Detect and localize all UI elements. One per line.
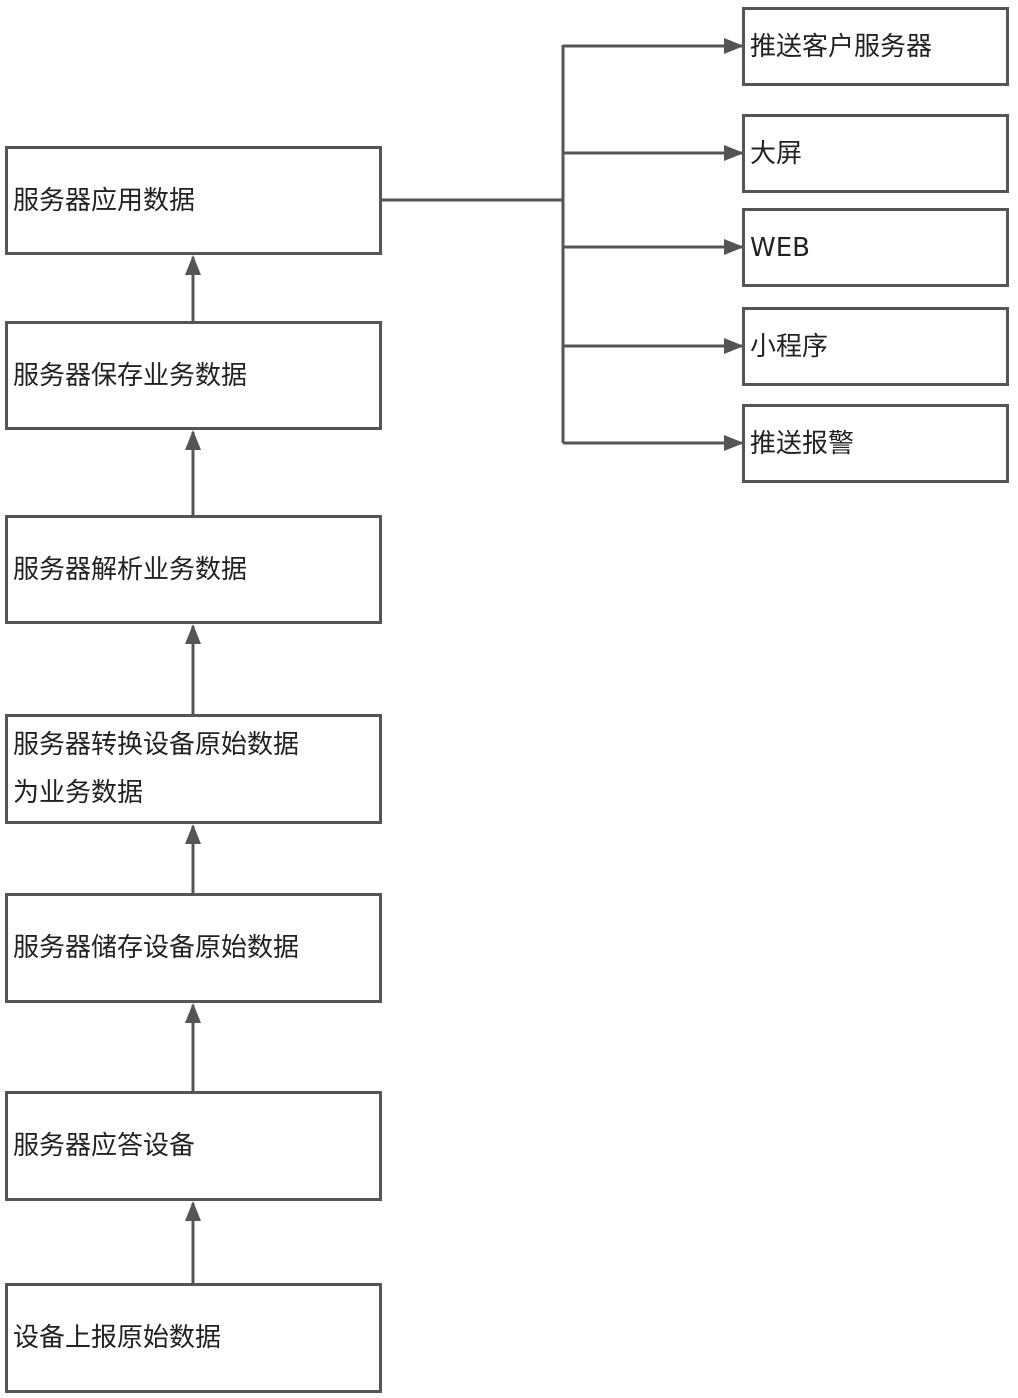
box-web: WEB	[742, 208, 1009, 287]
box-big-screen: 大屏	[742, 114, 1009, 193]
box-server-convert-raw-data-line1: 服务器转换设备原始数据	[13, 730, 300, 760]
box-server-save-business-data-label: 服务器保存业务数据	[13, 360, 248, 391]
box-server-reply-device: 服务器应答设备	[5, 1091, 382, 1201]
box-device-report-raw-data: 设备上报原始数据	[5, 1283, 382, 1393]
box-device-report-raw-data-label: 设备上报原始数据	[13, 1323, 222, 1353]
box-push-alarm: 推送报警	[742, 404, 1009, 483]
box-push-client-server: 推送客户服务器	[742, 7, 1009, 86]
box-mini-program: 小程序	[742, 307, 1009, 386]
box-server-convert-raw-data-line2: 为业务数据	[13, 778, 144, 808]
box-web-label: WEB	[750, 232, 810, 263]
box-big-screen-label: 大屏	[750, 138, 803, 169]
box-server-parse-business-data: 服务器解析业务数据	[5, 515, 382, 624]
box-server-store-raw-data: 服务器储存设备原始数据	[5, 893, 382, 1003]
box-mini-program-label: 小程序	[750, 331, 829, 362]
box-server-apply-data: 服务器应用数据	[5, 146, 382, 255]
box-server-save-business-data: 服务器保存业务数据	[5, 321, 382, 430]
box-server-parse-business-data-label: 服务器解析业务数据	[13, 554, 248, 585]
box-server-store-raw-data-label: 服务器储存设备原始数据	[13, 933, 300, 963]
box-server-reply-device-label: 服务器应答设备	[13, 1131, 196, 1161]
box-server-apply-data-label: 服务器应用数据	[13, 185, 196, 216]
box-push-alarm-label: 推送报警	[750, 428, 855, 459]
box-push-client-server-label: 推送客户服务器	[750, 31, 933, 62]
box-server-convert-raw-data: 服务器转换设备原始数据 为业务数据	[5, 714, 382, 824]
